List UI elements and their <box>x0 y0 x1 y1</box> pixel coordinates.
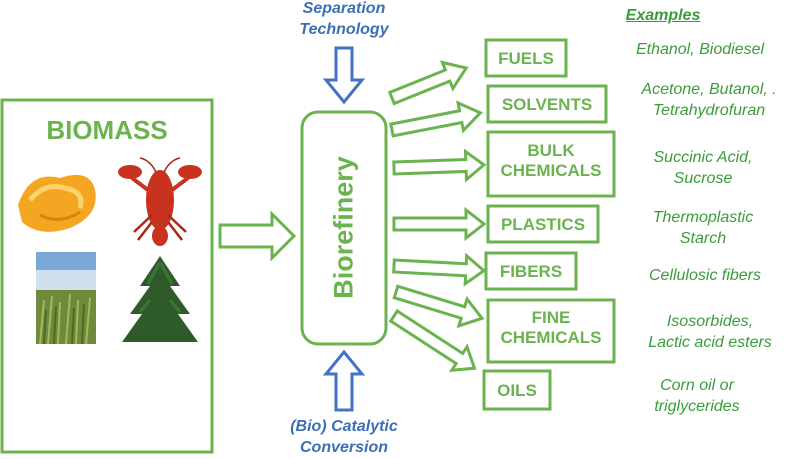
oils-example-line1: Corn oil or <box>660 377 734 394</box>
arrow-conversion-up <box>322 349 366 412</box>
arrow-to-fuels <box>387 60 469 106</box>
bulk-example-line2: Sucrose <box>673 169 733 187</box>
fine-example-line1: Isosorbides, <box>666 313 754 330</box>
solvents-label: SOLVENTS <box>501 95 593 114</box>
separation-label-line1: Separation <box>302 0 386 17</box>
oils-box <box>482 369 552 411</box>
solvents-example-line2: Tetrahydrofuran <box>652 101 766 119</box>
arrow-to-oils <box>388 308 477 372</box>
plastics-label: PLASTICS <box>500 215 586 234</box>
biomass-box <box>0 98 214 454</box>
product-arrows <box>387 60 487 372</box>
conversion-label-line1: (Bio) Catalytic <box>290 418 398 435</box>
examples-heading: Examples <box>625 7 701 24</box>
biomass-title: BIOMASS <box>46 115 168 145</box>
arrow-separation-down <box>322 46 366 105</box>
plastics-box <box>486 204 600 244</box>
conversion-label-line2: Conversion <box>299 438 388 456</box>
oils-example-line2: triglycerides <box>654 397 740 415</box>
bulk-example-line1: Succinic Acid, <box>653 149 753 166</box>
separation-label-line2: Technology <box>299 20 389 38</box>
fine-chemicals-box <box>486 298 616 364</box>
plastics-examples: Thermoplastic Starch <box>630 208 776 250</box>
plastics-example-line2: Starch <box>679 229 727 247</box>
fine-example-line2: Lactic acid esters <box>648 333 772 351</box>
fuels-example-line1: Ethanol, Biodiesel <box>635 41 765 58</box>
arrow-to-solvents <box>389 100 483 138</box>
fuels-label: FUELS <box>498 49 554 68</box>
solvents-example-line1: Acetone, Butanol, . <box>641 81 777 98</box>
solvents-examples: Acetone, Butanol, . Tetrahydrofuran <box>620 80 798 122</box>
arrow-biomass-to-biorefinery <box>218 210 297 262</box>
bulk-label-line1: BULK <box>527 141 575 160</box>
bulk-chemicals-examples: Succinic Acid, Sucrose <box>630 148 776 190</box>
plastics-example-line1: Thermoplastic <box>652 209 754 226</box>
biorefinery-box <box>300 110 388 346</box>
orange-peel-image <box>18 174 96 232</box>
fibers-label: FIBERS <box>499 262 563 281</box>
separation-technology-label: Separation Technology <box>264 0 424 41</box>
fine-label-line1: FINE <box>531 308 571 327</box>
oils-examples: Corn oil or triglycerides <box>624 376 770 418</box>
bulk-chemicals-box <box>486 130 616 198</box>
conversion-label: (Bio) Catalytic Conversion <box>262 417 426 459</box>
oils-label: OILS <box>497 381 537 400</box>
lobster-image <box>118 157 202 246</box>
fine-chemicals-examples: Isosorbides, Lactic acid esters <box>630 312 790 354</box>
fuels-examples: Ethanol, Biodiesel <box>612 40 788 61</box>
solvents-box <box>486 84 608 124</box>
arrow-to-fibers <box>392 252 487 287</box>
biorefinery-label: Biorefinery <box>328 156 359 299</box>
fibers-examples: Cellulosic fibers <box>620 266 790 287</box>
arrow-to-plastics <box>392 206 487 242</box>
fine-label-line2: CHEMICALS <box>500 327 602 347</box>
arrow-to-fine-chemicals <box>392 284 485 329</box>
fine-chemicals-label: FINE CHEMICALS <box>488 308 614 347</box>
fibers-example-line1: Cellulosic fibers <box>648 267 762 284</box>
fuels-box <box>484 38 568 78</box>
pine-tree-image <box>122 256 198 342</box>
fibers-box <box>484 251 578 291</box>
bulk-chemicals-label: BULK CHEMICALS <box>488 141 614 180</box>
arrow-to-bulk-chemicals <box>392 148 487 183</box>
grass-field-image <box>36 252 96 345</box>
bulk-label-line2: CHEMICALS <box>500 160 602 180</box>
